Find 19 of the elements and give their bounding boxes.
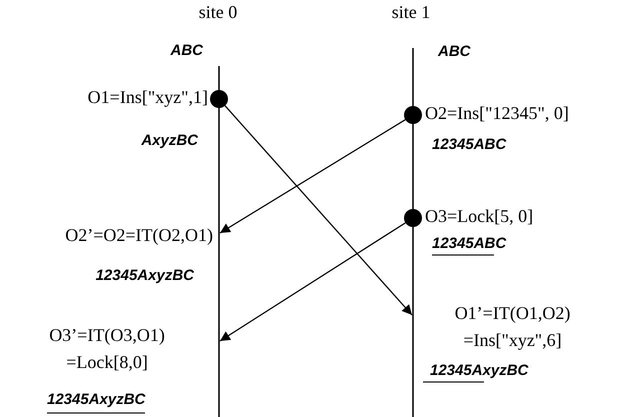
operation-label: O1=Ins["xyz",1]	[88, 88, 208, 108]
lifeline-heading: site 0	[198, 3, 238, 23]
operation-label: O3=Lock[5, 0]	[425, 207, 534, 227]
message-arrow	[220, 119, 406, 234]
operation-label: O1’=IT(O1,O2) =Ins["xyz",6]	[412, 300, 597, 354]
message-arrow	[220, 222, 406, 342]
operation-label: O2=Ins["12345", 0]	[425, 104, 569, 124]
document-state: 12345AxyzBC	[96, 268, 194, 284]
operation-label: O3’=IT(O3,O1) =Lock[8,0]	[20, 322, 220, 376]
document-state: ABC	[170, 43, 203, 60]
document-state: 12345ABC	[432, 137, 506, 154]
document-state: 12345ABC	[432, 236, 506, 252]
document-state: 12345AxyzBC	[430, 363, 528, 380]
message-arrow	[224, 105, 412, 316]
document-state: 12345AxyzBC	[47, 392, 146, 408]
document-state: AxyzBC	[141, 133, 198, 150]
document-state: ABC	[438, 44, 470, 60]
lifeline-heading: site 1	[392, 3, 430, 23]
operation-label: O2’=O2=IT(O2,O1)	[10, 222, 220, 249]
